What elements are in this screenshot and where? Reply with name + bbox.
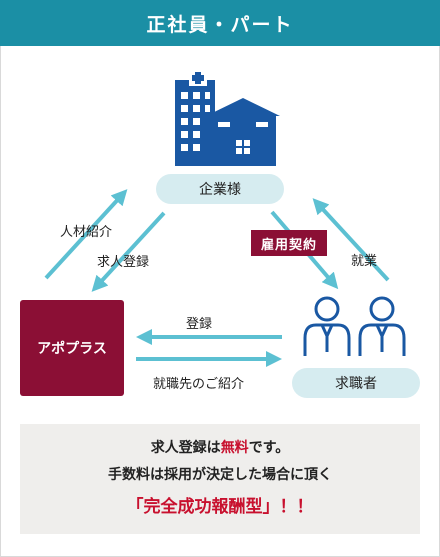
page-title: 正社員・パート bbox=[0, 0, 440, 46]
person-icon bbox=[358, 296, 406, 356]
employment-arrow bbox=[312, 198, 390, 282]
job-seeker-node: 求職者 bbox=[292, 368, 420, 398]
fee-note-line-1-pre: 求人登録は bbox=[150, 440, 221, 456]
introduction-arrow bbox=[44, 189, 128, 280]
fee-note-line-3: 「完全成功報酬型」！！ bbox=[126, 497, 314, 517]
contract-label: 雇用契約 bbox=[251, 230, 327, 256]
introduction-label: 人材紹介 bbox=[60, 225, 113, 240]
job-referral-label: 就職先のご紹介 bbox=[153, 377, 245, 392]
fee-note-line-2: 手数料は採用が決定した場合に頂く bbox=[108, 467, 332, 483]
company-node: 企業様 bbox=[156, 174, 284, 204]
fee-note-line-1: 求人登録は無料です。 bbox=[20, 437, 420, 457]
fee-note-box: 求人登録は無料です。 手数料は採用が決定した場合に頂く 「完全成功報酬型」！！ bbox=[20, 424, 420, 534]
employment-label: 就業 bbox=[351, 254, 378, 269]
agency-node: アポプラス bbox=[20, 300, 124, 396]
job-registration-label: 求人登録 bbox=[97, 255, 150, 270]
building-icon bbox=[175, 70, 280, 166]
registration-label: 登録 bbox=[186, 317, 213, 332]
free-emphasis: 無料 bbox=[220, 440, 249, 456]
job-registration-arrow bbox=[91, 211, 166, 292]
fee-note-line-1-post: です。 bbox=[248, 440, 290, 456]
person-icon bbox=[303, 296, 351, 356]
